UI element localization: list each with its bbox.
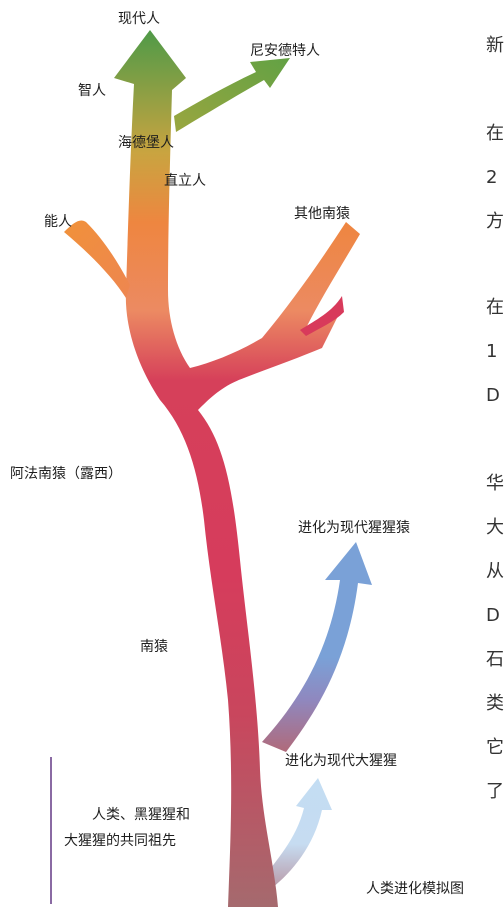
clipped-text-10: 从 [486, 561, 504, 582]
clipped-text-14: 它 [486, 737, 504, 758]
clipped-text-15: 了 [486, 781, 504, 802]
neanderthal-branch [174, 58, 290, 132]
clipped-text-2: 在 [486, 123, 504, 144]
chimp-branch [262, 542, 372, 752]
clipped-text-4: 方 [486, 211, 504, 232]
label-lucy: 阿法南猿（露西） [10, 466, 122, 482]
evolution-tree-diagram [64, 30, 372, 907]
clipped-text-8: 华 [486, 473, 504, 494]
clipped-text-5: 在 [486, 297, 504, 318]
clipped-text-1: 新 [486, 35, 504, 56]
clipped-text-9: 大 [486, 517, 504, 538]
clipped-text-3: 2 [486, 167, 498, 188]
clipped-text-6: 1 [486, 341, 498, 362]
habilis-branch [64, 220, 130, 298]
figure-caption: 人类进化模拟图 [366, 881, 464, 897]
label-habilis: 能人 [44, 214, 72, 230]
label-gorilla: 进化为现代大猩猩 [285, 753, 397, 769]
clipped-text-12: 石 [486, 649, 504, 670]
label-heidelberg: 海德堡人 [118, 135, 174, 151]
clipped-text-7: D [486, 385, 500, 406]
label-common-ancestor-line1: 人类、黑猩猩和 [92, 807, 190, 823]
clipped-text-11: D [486, 605, 500, 626]
label-common-ancestor-line2: 大猩猩的共同祖先 [64, 833, 176, 849]
other-australopith-fork [300, 296, 344, 336]
label-neanderthal: 尼安德特人 [250, 43, 320, 59]
timeline-line [50, 757, 52, 904]
label-chimp: 进化为现代猩猩猿 [298, 520, 410, 536]
label-australopith: 南猿 [140, 639, 168, 655]
label-erectus: 直立人 [164, 173, 206, 189]
gorilla-branch [262, 778, 332, 888]
label-modern-human: 现代人 [118, 11, 160, 27]
label-sapiens: 智人 [78, 83, 106, 99]
label-other-australopith: 其他南猿 [294, 206, 350, 222]
clipped-text-13: 类 [486, 693, 504, 714]
main-trunk [114, 30, 360, 907]
